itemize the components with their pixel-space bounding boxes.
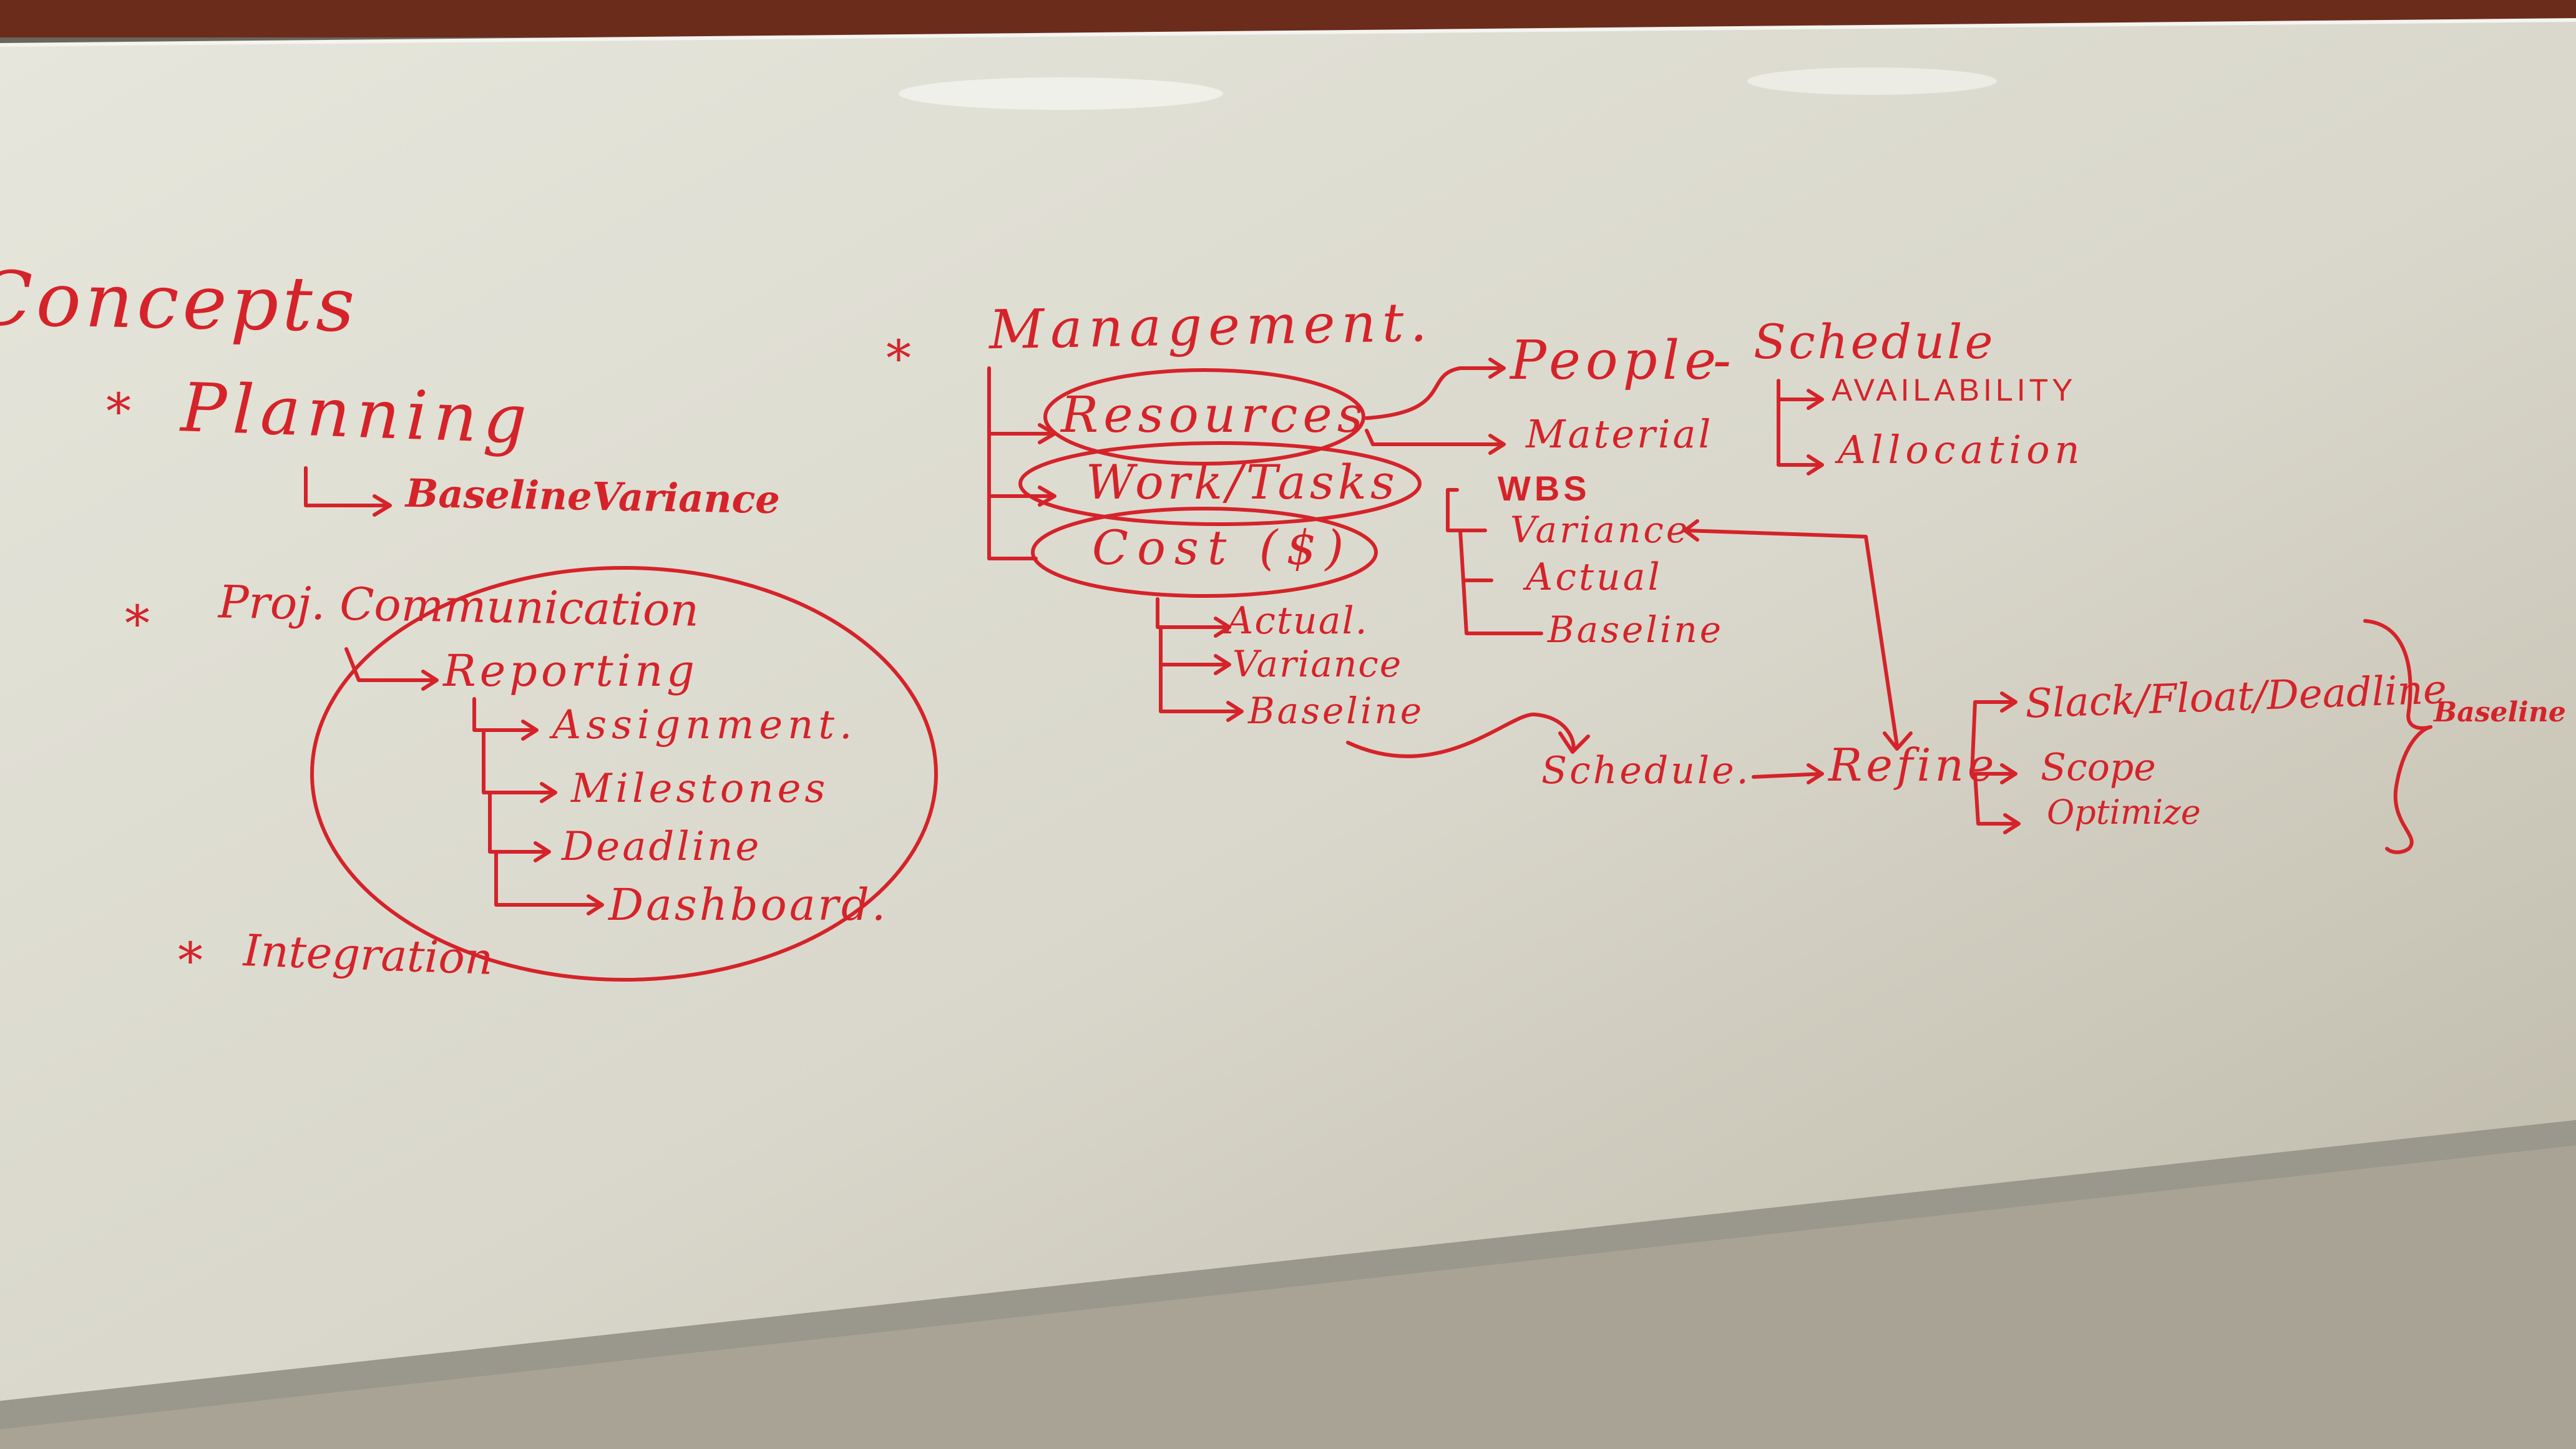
- wbs-item-baseline: Baseline: [1548, 608, 1724, 651]
- reporting-arrow: [344, 647, 439, 691]
- baseline-right-label: Baseline: [2434, 696, 2566, 728]
- cost-circle: [1031, 507, 1378, 598]
- cost-item-variance: Variance: [1232, 643, 1403, 685]
- cost-item-actual: Actual.: [1226, 599, 1368, 643]
- management-bullet: *: [886, 329, 911, 388]
- resources-to-material: [1365, 429, 1506, 455]
- resources-to-people: [1365, 358, 1506, 420]
- cost-item-baseline: Baseline: [1248, 690, 1425, 732]
- schedule-top-label: Schedule: [1754, 314, 1996, 369]
- schedule-item-allocation: Allocation: [1838, 427, 2085, 472]
- variance-to-refine-arrow: [1683, 519, 1913, 751]
- communication-circle: [310, 566, 938, 982]
- planning-arrow: [304, 466, 392, 517]
- refine-label: Refine: [1828, 739, 1998, 791]
- cost-tree: [1156, 597, 1244, 722]
- schedule-label: Schedule.: [1541, 749, 1751, 793]
- wbs-label: WBS: [1498, 469, 1591, 508]
- comm-item-milestones: Milestones: [571, 766, 829, 812]
- reporting-tree: [472, 697, 604, 915]
- management-label: Management.: [988, 291, 1434, 362]
- planning-label: Planning: [180, 369, 534, 459]
- wbs-item-variance: Variance: [1510, 509, 1690, 551]
- resources-circle: [1043, 368, 1365, 466]
- planning-bullet: *: [106, 383, 131, 441]
- work-label: Work/Tasks: [1086, 454, 1398, 510]
- integration-bullet: *: [178, 932, 203, 990]
- material-label: Material: [1526, 411, 1714, 457]
- comm-item-assignment: Assignment.: [552, 702, 857, 748]
- heading-concepts: Concepts: [0, 255, 359, 349]
- integration-label: Integration: [242, 925, 494, 985]
- reporting-label: Reporting: [443, 645, 698, 696]
- refine-tree: [1970, 691, 2021, 834]
- refine-item-scope: Scope: [2041, 746, 2156, 789]
- people-dash: -: [1713, 329, 1732, 392]
- communication-label: Proj. Communication: [218, 575, 700, 637]
- comm-item-dashboard: Dashboard.: [608, 879, 889, 930]
- work-circle: [1018, 441, 1422, 526]
- baseline-to-schedule-curve: [1346, 712, 1590, 758]
- comm-item-deadline: Deadline: [562, 824, 762, 870]
- communication-bullet: *: [125, 595, 150, 653]
- refine-item-optimize: Optimize: [2047, 793, 2201, 832]
- wbs-item-actual: Actual: [1526, 555, 1662, 599]
- right-brace: [2363, 619, 2432, 854]
- wbs-tree: [1446, 488, 1543, 635]
- cost-label: Cost ($): [1092, 520, 1353, 575]
- schedule-to-refine-arrow: [1752, 763, 1824, 784]
- people-label: People: [1510, 329, 1722, 392]
- planning-child: BaselineVariance: [405, 470, 781, 523]
- schedule-tree: [1777, 379, 1824, 476]
- resources-label: Resources: [1061, 386, 1368, 444]
- schedule-item-availability: AVAILABILITY: [1832, 373, 2077, 407]
